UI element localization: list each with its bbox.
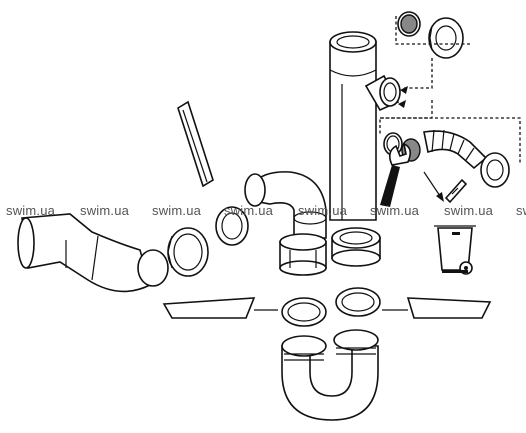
- flat-gasket-left: [162, 297, 278, 319]
- horizontal-pipe-bend: [17, 213, 169, 293]
- hex-nut-small: [480, 152, 510, 188]
- watermark-label: swim.ua: [6, 203, 56, 218]
- vertical-standpipe: [329, 31, 377, 221]
- elbow-nut: [279, 233, 327, 276]
- u-trap: [281, 329, 379, 421]
- watermark-label: swim.ua: [224, 203, 274, 218]
- cutter-icon: [444, 178, 468, 204]
- watermark-label: swim.ua: [80, 203, 130, 218]
- watermark-label: swim.ua: [298, 203, 348, 218]
- ring-gasket: [215, 206, 249, 246]
- watermark-label: swim.ua: [152, 203, 202, 218]
- flat-gasket-right: [382, 297, 492, 319]
- top-hex-nut: [428, 17, 464, 59]
- side-nut: [331, 227, 381, 267]
- dashed-leaders: [379, 16, 521, 165]
- corrugated-hose: [423, 129, 488, 170]
- wrench-icon: [380, 142, 412, 207]
- pipe-nut: [167, 227, 209, 277]
- trap-ring-left: [281, 297, 327, 327]
- cone-gasket: [177, 100, 214, 188]
- elbow-fitting: [244, 171, 327, 239]
- watermark-label: swim.ua: [370, 203, 420, 218]
- side-inlet: [364, 74, 408, 112]
- top-gray-gasket: [397, 11, 421, 37]
- recycle-bin-icon: [434, 225, 476, 275]
- trap-ring-right: [335, 287, 381, 317]
- arrow-icon: [423, 171, 444, 202]
- watermark-label: swim.ua: [516, 203, 526, 218]
- watermark-label: swim.ua: [444, 203, 494, 218]
